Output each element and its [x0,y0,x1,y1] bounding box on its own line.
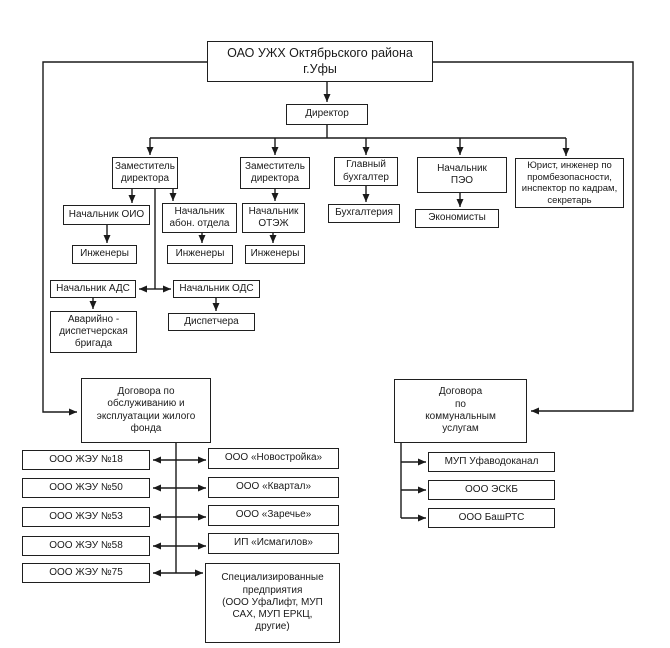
org-node-specialized-enterprises: Специализированные предприятия (ООО УфаЛ… [205,563,340,643]
org-node-kvartal: ООО «Квартал» [208,477,339,498]
org-node-head-abon-dept: Начальник абон. отдела [162,203,237,233]
org-node-engineers-abon: Инженеры [167,245,233,264]
org-node-economists: Экономисты [415,209,499,228]
org-node-accounting: Бухгалтерия [328,204,400,223]
org-node-emergency-brigade: Аварийно - диспетчерская бригада [50,311,137,353]
org-node-deputy-director-1: Заместитель директора [112,157,178,189]
org-node-housing-contracts: Договора по обслуживанию и эксплуатации … [81,378,211,443]
org-node-zheu-50: ООО ЖЭУ №50 [22,478,150,498]
org-node-ufavodokanal: МУП Уфаводоканал [428,452,555,472]
org-node-root: ОАО УЖХ Октябрьского района г.Уфы [207,41,433,82]
org-node-zheu-53: ООО ЖЭУ №53 [22,507,150,527]
org-node-zheu-75: ООО ЖЭУ №75 [22,563,150,583]
org-node-zarechye: ООО «Заречье» [208,505,339,526]
org-node-novostroyka: ООО «Новостройка» [208,448,339,469]
org-node-head-peo: Начальник ПЭО [417,157,507,193]
org-node-ismagilov: ИП «Исмагилов» [208,533,339,554]
org-node-utility-contracts: Договора по коммунальным услугам [394,379,527,443]
org-node-dispatchers: Диспетчера [168,313,255,331]
org-node-chief-accountant: Главный бухгалтер [334,157,398,186]
org-node-head-otezh: Начальник ОТЭЖ [242,203,305,233]
org-node-eskb: ООО ЭСКБ [428,480,555,500]
org-node-deputy-director-2: Заместитель директора [240,157,310,189]
org-node-bashrts: ООО БашРТС [428,508,555,528]
org-node-head-oio: Начальник ОИО [63,205,150,225]
org-node-zheu-18: ООО ЖЭУ №18 [22,450,150,470]
org-node-head-ads: Начальник АДС [50,280,136,298]
org-node-engineers-otezh: Инженеры [245,245,305,264]
org-node-director: Директор [286,104,368,125]
org-node-zheu-58: ООО ЖЭУ №58 [22,536,150,556]
org-node-jurist-staff: Юрист, инженер по промбезопасности, инсп… [515,158,624,208]
org-node-engineers-oio: Инженеры [72,245,137,264]
org-node-head-ods: Начальник ОДС [173,280,260,298]
